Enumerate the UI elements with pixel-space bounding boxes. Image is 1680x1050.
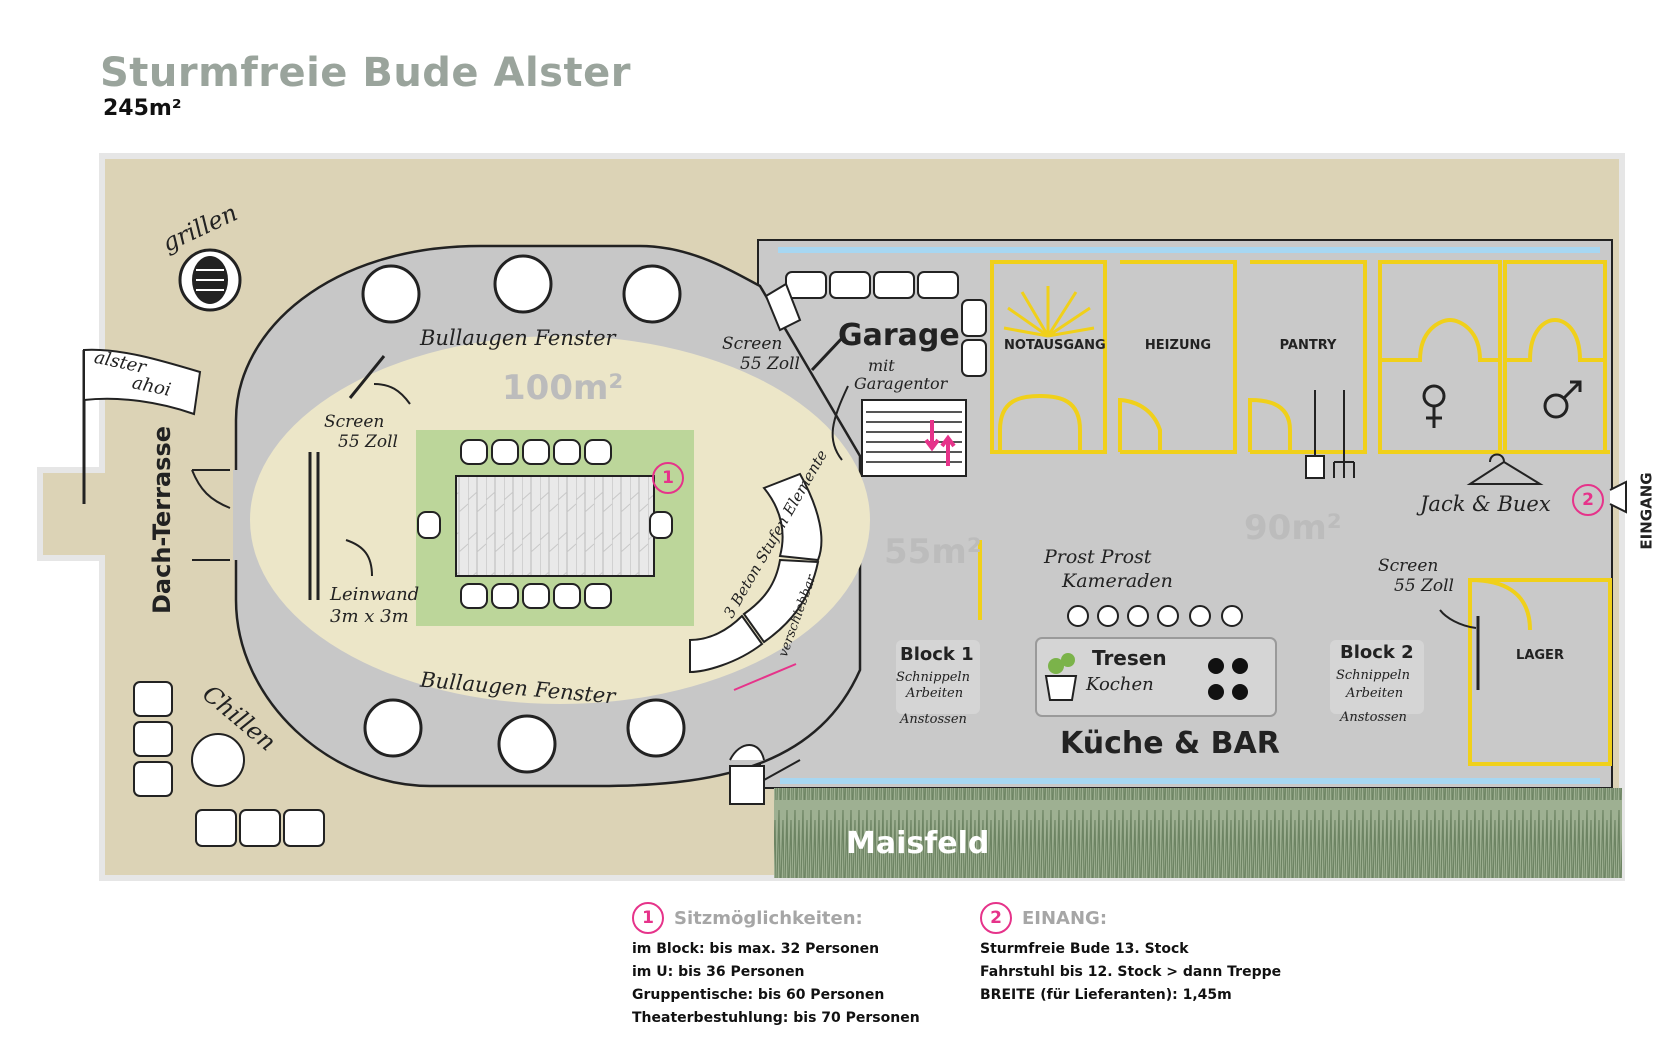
hanger-icon [1466,453,1544,485]
legend-badge-2: 2 [980,902,1012,934]
legend-seating-title: Sitzmöglichkeiten: [674,908,863,929]
total-area: 245m² [103,96,182,121]
bar-stools [1067,605,1243,627]
screens [308,334,1480,690]
room-heizung: HEIZUNG [1144,338,1212,353]
legend-seating-line: Gruppentische: bis 60 Personen [632,987,885,1003]
block2-label: Block 2 [1340,642,1414,663]
area-east: 90m² [1244,508,1342,548]
restroom-icons [1422,380,1582,428]
flag-icon [82,348,202,504]
legend-seating-line: im Block: bis max. 32 Personen [632,941,880,957]
block1-sub-2: Arbeiten [906,686,964,701]
sun-icon [1003,286,1095,338]
pointer-arrows [345,383,1477,691]
legend-entrance-line: Sturmfreie Bude 13. Stock [980,941,1189,957]
terrace-doors [191,469,231,561]
bullaugen-top-label: Bullaugen Fenster [420,326,616,350]
legend-seating: 1 Sitzmöglichkeiten: im Block: bis max. … [632,902,922,1030]
screen-left-label-1: Screen [324,412,385,432]
prost-label-2: Kameraden [1062,570,1173,592]
legend-entrance: 2 EINANG: Sturmfreie Bude 13. Stock Fahr… [980,902,1310,1007]
screen-top-label-2: 55 Zoll [740,354,800,374]
block1-sub-1: Schnippeln [896,670,970,685]
legend-seating-line: Theaterbestuhlung: bis 70 Personen [632,1010,920,1026]
concrete-steps [689,472,823,674]
room-lager: LAGER [1516,648,1564,663]
garage-sofa [764,271,987,377]
block1-label: Block 1 [900,644,974,665]
maisfeld-label: Maisfeld [846,826,990,861]
leinwand-label-2: 3m x 3m [330,606,409,627]
work-blocks [896,640,1424,714]
tresen-counter [1035,637,1277,717]
garage-sub-1: mit [868,356,895,375]
block1-sub-3: Anstossen [900,712,967,727]
screen-right-label-1: Screen [1378,556,1439,576]
tresen-label: Tresen [1092,646,1167,670]
prost-label-1: Prost Prost [1044,546,1152,568]
portholes [361,254,686,774]
block2-sub-3: Anstossen [1340,710,1407,725]
map-title: Sturmfreie Bude Alster [100,50,631,96]
chill-furniture [133,681,325,847]
jack-buex-label: Jack & Buex [1420,492,1551,516]
block2-sub-2: Arbeiten [1346,686,1404,701]
entrance-marker [1609,480,1627,514]
entrance-label: EINGANG [1637,472,1656,550]
garage-sub-2: Garagentor [854,374,948,393]
room-pantry: PANTRY [1279,338,1337,353]
kitchen-bar-label: Küche & BAR [1060,726,1280,761]
screen-right-label-2: 55 Zoll [1394,576,1454,596]
block2-sub-1: Schnippeln [1336,668,1410,683]
garage-label: Garage [838,318,960,353]
area-main: 100m² [502,368,624,408]
legend-entrance-line: BREITE (für Lieferanten): 1,45m [980,987,1232,1003]
area-mid: 55m² [884,532,982,572]
screen-top-label-1: Screen [722,334,783,354]
grill-icon [178,248,242,312]
legend-badge-1: 1 [632,902,664,934]
garden-tools-icon [1305,390,1355,479]
legend-entrance-line: Fahrstuhl bis 12. Stock > dann Treppe [980,964,1282,980]
terrace-label: Dach-Terrasse [148,425,177,615]
utility-rooms [978,260,1612,766]
marker-badge-2: 2 [1572,484,1604,516]
room-notausgang: NOTAUSGANG [1004,338,1106,353]
legend-seating-line: im U: bis 36 Personen [632,964,805,980]
watering-can-icon [729,744,801,805]
maisfeld-field [774,788,1622,878]
marker-badge-1: 1 [652,462,684,494]
leinwand-label-1: Leinwand [330,584,420,605]
screen-left-label-2: 55 Zoll [338,432,398,452]
chairs [417,439,673,609]
tresen-sub: Kochen [1086,674,1154,695]
legend-entrance-title: EINANG: [1022,908,1108,929]
garage-door [861,399,967,477]
